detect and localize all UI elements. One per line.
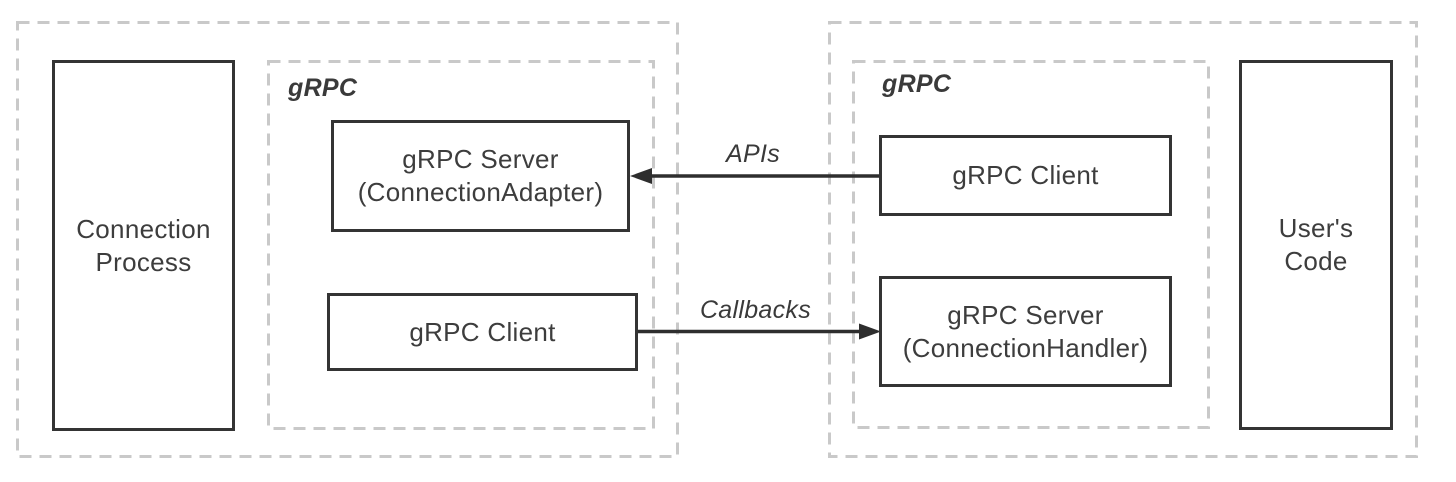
grpc-server-handler-line2: (ConnectionHandler)	[902, 332, 1149, 363]
grpc-server-adapter-line2: (ConnectionAdapter)	[357, 177, 604, 207]
connection-process-label: Connection Process	[76, 213, 211, 277]
right-grpc-client-box: gRPC Client	[879, 135, 1172, 216]
right-grpc-group-label: gRPC	[882, 70, 952, 98]
left-grpc-dashed-group	[267, 60, 655, 430]
grpc-server-handler-line1: gRPC Server	[947, 299, 1104, 330]
left-grpc-client-box: gRPC Client	[327, 293, 638, 371]
left-outer-dashed-container	[16, 21, 679, 458]
grpc-server-connection-adapter-label: gRPC Server (ConnectionAdapter)	[358, 143, 604, 209]
grpc-server-connection-adapter-box: gRPC Server (ConnectionAdapter)	[331, 120, 630, 232]
apis-arrow-label: APIs	[726, 140, 780, 168]
apis-arrowhead-left-icon	[630, 168, 652, 184]
callbacks-arrow-label: Callbacks	[699, 296, 812, 324]
grpc-server-connection-handler-label: gRPC Server (ConnectionHandler)	[903, 299, 1149, 365]
callbacks-arrowhead-right-icon	[859, 323, 881, 340]
right-grpc-client-label: gRPC Client	[952, 160, 1099, 190]
left-grpc-client-label: gRPC Client	[409, 316, 556, 347]
right-outer-dashed-container	[828, 21, 1418, 458]
grpc-server-adapter-line1: gRPC Server	[402, 144, 559, 174]
users-code-box: User's Code	[1239, 60, 1393, 430]
left-grpc-group-label: gRPC	[288, 74, 358, 102]
connection-process-box: Connection Process	[52, 60, 235, 431]
users-code-label: User's Code	[1278, 213, 1354, 276]
grpc-server-connection-handler-box: gRPC Server (ConnectionHandler)	[879, 276, 1172, 387]
